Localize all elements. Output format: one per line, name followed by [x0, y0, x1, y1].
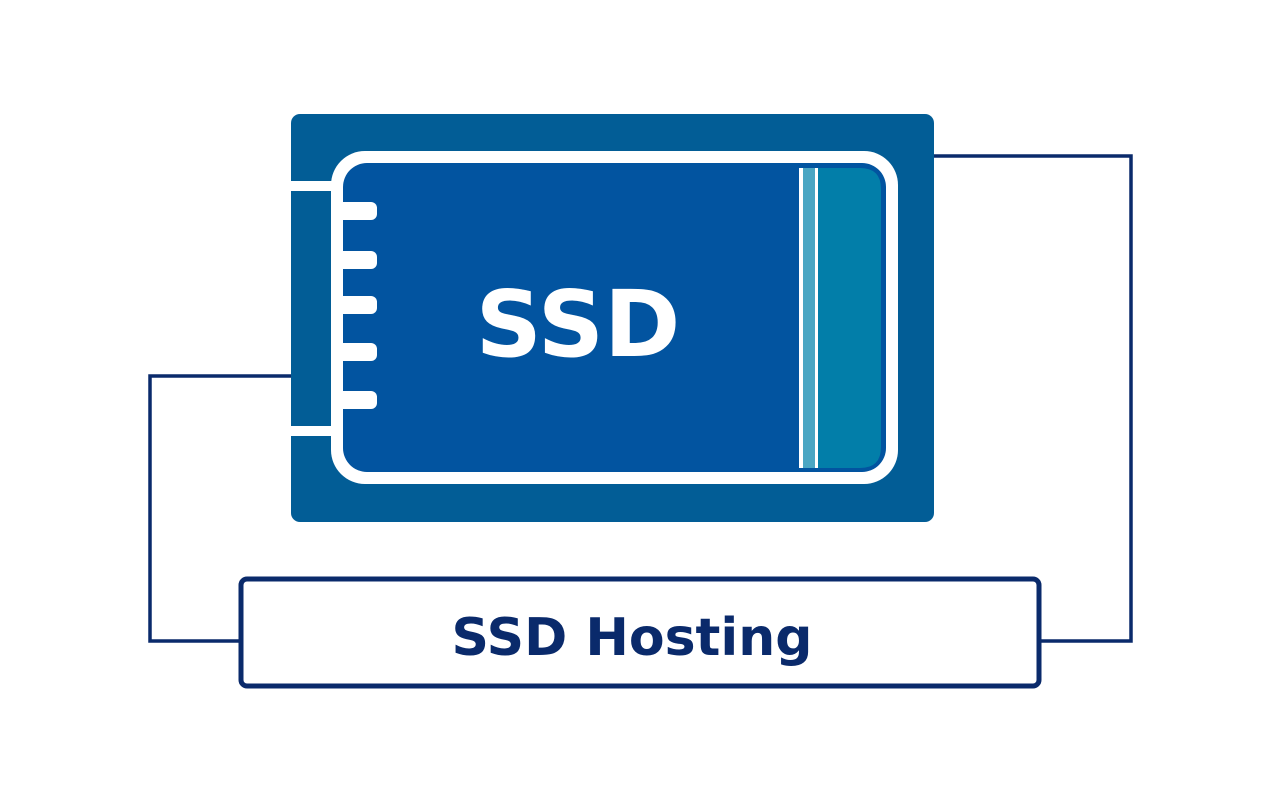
ssd-drive-icon: SSD	[291, 114, 934, 522]
caption-border	[238, 576, 1042, 689]
connector-pin	[331, 296, 377, 314]
connector-pin	[331, 202, 377, 220]
connector-pin	[331, 251, 377, 269]
drive-label: SSD	[476, 271, 681, 378]
drive-divider-bar	[803, 168, 815, 468]
connector-pins	[291, 181, 377, 436]
drive-inner-panel	[343, 163, 886, 472]
drive-side-strip	[818, 168, 881, 468]
drive-divider-line-right	[815, 168, 818, 468]
caption-box: SSD Hosting	[238, 576, 1042, 689]
connector-pin	[331, 391, 377, 409]
drive-divider-line-left	[799, 168, 803, 468]
top-rail	[291, 181, 336, 191]
connector-pin	[331, 343, 377, 361]
caption-label: SSD Hosting	[452, 608, 813, 668]
bottom-rail	[291, 426, 336, 436]
left-connector	[148, 374, 291, 643]
connector-lines	[148, 154, 1133, 643]
right-connector	[934, 154, 1133, 643]
